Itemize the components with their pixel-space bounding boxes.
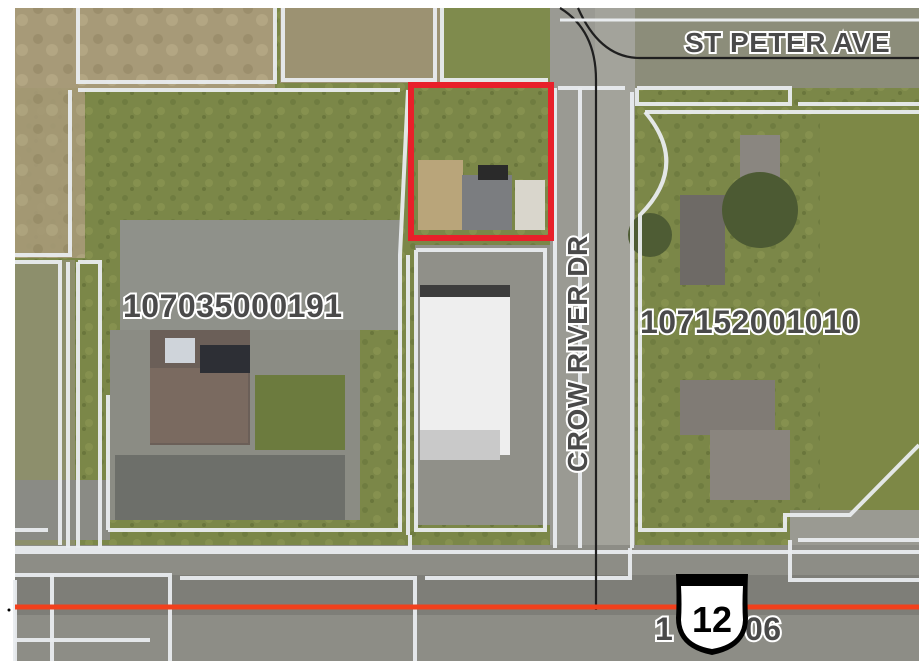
building-center-white [420, 295, 510, 455]
parcel-label-south-partial-end: 06 [745, 611, 782, 647]
building-selected [462, 175, 512, 230]
aerial-imagery [15, 8, 919, 661]
parcel-label-east[interactable]: 107152001010 [638, 302, 861, 342]
building-east [680, 380, 775, 435]
street-label-st-peter-ave: ST PETER AVE [685, 27, 890, 58]
street-centerline [559, 7, 598, 610]
parcel-label-south-partial: 1 [655, 611, 673, 647]
selected-parcel-highlight[interactable] [408, 82, 554, 241]
street-label-crow-river-dr: CROW RIVER DR [562, 235, 593, 472]
edge-dot [7, 608, 11, 612]
highway-shield-number: 12 [692, 599, 732, 640]
parcel-label-west[interactable]: 107035000191 [121, 286, 344, 326]
us-highway-shield: 12 [676, 574, 748, 655]
parcel-boundaries [13, 8, 919, 661]
parking-lot [120, 220, 400, 330]
